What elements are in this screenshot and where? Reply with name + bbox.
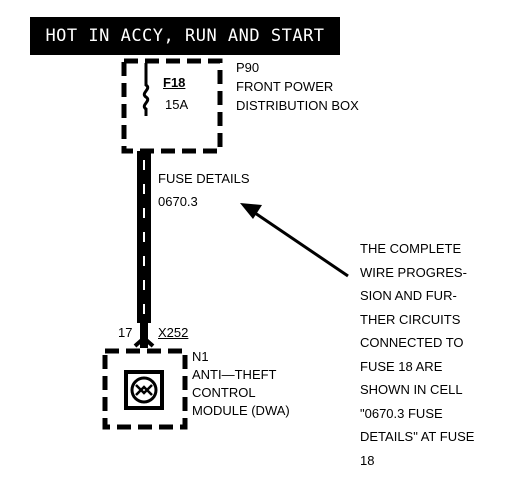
note-line: CONNECTED TO xyxy=(360,335,464,350)
note-line: 18 xyxy=(360,452,375,468)
fuse-box-label: P90 FRONT POWER DISTRIBUTION BOX xyxy=(236,58,359,115)
note-line: DETAILS" AT FUSE xyxy=(360,429,475,444)
callout-note: THE COMPLETE WIRE PROGRES- SION AND FUR-… xyxy=(360,237,474,472)
note-line: SION AND FUR- xyxy=(360,288,457,303)
note-line: "0670.3 FUSE xyxy=(360,405,443,421)
note-line: SHOWN IN CELL xyxy=(360,382,463,397)
module-label: N1 ANTI—THEFT CONTROL MODULE (DWA) xyxy=(192,348,290,420)
fuse-name: F18 xyxy=(163,75,186,90)
fuse-details-cell: 0670.3 xyxy=(158,194,198,209)
module-name-line: MODULE (DWA) xyxy=(192,403,290,418)
module-outline xyxy=(102,348,188,430)
connector-id: X252 xyxy=(158,325,189,340)
circuit-power-banner: HOT IN ACCY, RUN AND START xyxy=(30,17,340,55)
note-line: WIRE PROGRES- xyxy=(360,264,467,280)
fuse-details-title: FUSE DETAILS xyxy=(158,171,250,186)
module-name-line: CONTROL xyxy=(192,385,256,400)
module-id: N1 xyxy=(192,349,209,364)
fuse-box-name-line: DISTRIBUTION BOX xyxy=(236,98,359,113)
fuse-details-label: FUSE DETAILS 0670.3 xyxy=(158,167,250,213)
module-name-line: ANTI—THEFT xyxy=(192,367,277,382)
connector-pin: 17 xyxy=(118,325,133,340)
banner-text: HOT IN ACCY, RUN AND START xyxy=(45,26,325,46)
callout-arrow-line xyxy=(254,211,349,278)
note-line: THE COMPLETE xyxy=(360,241,462,256)
fuse-box-outline xyxy=(121,58,223,154)
note-line: FUSE 18 ARE xyxy=(360,358,443,374)
callout-arrowhead xyxy=(240,203,262,219)
fuse-rating: 15A xyxy=(165,97,189,112)
module-device-icon xyxy=(124,370,164,410)
fuse-box-id: P90 xyxy=(236,60,260,75)
note-line: THER CIRCUITS xyxy=(360,311,461,327)
fuse-symbol xyxy=(142,63,150,116)
connector-symbol xyxy=(133,335,155,348)
fuse-box-name-line: FRONT POWER xyxy=(236,79,334,94)
